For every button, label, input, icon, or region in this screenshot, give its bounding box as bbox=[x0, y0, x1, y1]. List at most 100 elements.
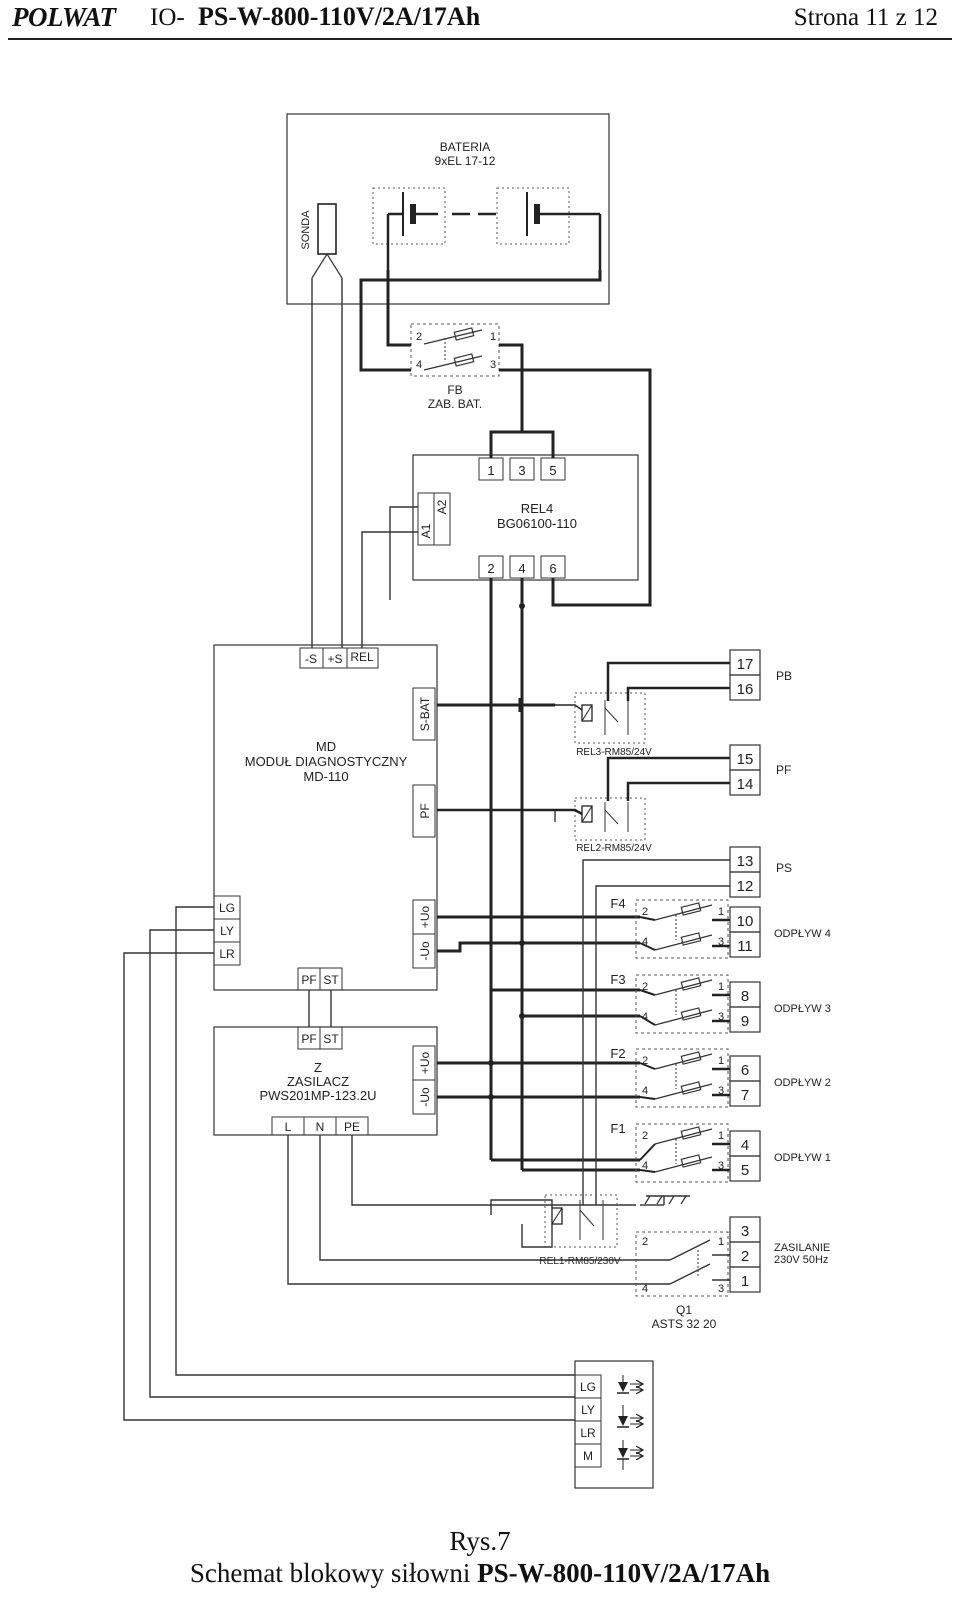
rel4-part: BG06100-110 bbox=[497, 516, 577, 531]
svg-text:4: 4 bbox=[642, 1160, 648, 1172]
doc-prefix: IO- bbox=[150, 4, 185, 31]
svg-text:F4: F4 bbox=[610, 896, 625, 911]
power-wiring bbox=[359, 270, 652, 1172]
svg-text:4: 4 bbox=[642, 1011, 648, 1023]
ground-symbol bbox=[640, 1195, 690, 1206]
terminal-strips: 17 16 15 14 13 12 10 11 8 9 bbox=[729, 649, 761, 1293]
sonda-label: SONDA bbox=[300, 210, 312, 250]
svg-text:L: L bbox=[285, 1120, 292, 1134]
svg-text:2: 2 bbox=[642, 981, 648, 993]
label-zasilanie-voltage: 230V 50Hz bbox=[774, 1254, 828, 1266]
svg-text:ST: ST bbox=[323, 973, 339, 987]
svg-text:ST: ST bbox=[323, 1032, 339, 1046]
page-number: Strona 11 z 12 bbox=[793, 4, 938, 31]
rel4-contactor: A1 A2 REL4 BG06100-110 1 3 5 2 4 6 bbox=[412, 454, 639, 581]
ps-wiring bbox=[582, 859, 730, 1205]
terminal-block-pb: 17 16 bbox=[729, 649, 761, 701]
terminal-block-pf: 15 14 bbox=[729, 744, 761, 796]
svg-text:9: 9 bbox=[741, 1013, 749, 1030]
label-odplyw-1: ODPŁYW 1 bbox=[774, 1152, 831, 1164]
svg-text:2: 2 bbox=[642, 1055, 648, 1067]
brand-logo: POLWAT bbox=[12, 2, 116, 32]
svg-text:11: 11 bbox=[737, 938, 753, 955]
zasilacz-name: ZASILACZ bbox=[287, 1074, 349, 1089]
q1-switch: 2 1 4 3 Q1 ASTS 32 20 bbox=[635, 1231, 730, 1331]
rel1-label: REL1-RM85/230V bbox=[539, 1256, 620, 1267]
terminal-block-ps: 13 12 bbox=[729, 846, 761, 898]
svg-text:3: 3 bbox=[718, 936, 724, 948]
svg-text:10: 10 bbox=[737, 913, 754, 930]
md-module: -S +S REL MD MODUŁ DIAGNOSTYCZNY MD-110 … bbox=[213, 644, 438, 991]
svg-text:LR: LR bbox=[219, 947, 235, 961]
rel4-label: REL4 bbox=[521, 501, 554, 516]
rel3-relay: REL3-RM85/24V bbox=[555, 661, 730, 758]
signal-wiring bbox=[123, 278, 640, 1421]
svg-text:LG: LG bbox=[580, 1380, 596, 1394]
rel2-label: REL2-RM85/24V bbox=[576, 843, 652, 854]
terminal-block-odp1: 4 5 bbox=[729, 1130, 761, 1182]
label-zasilanie: ZASILANIE bbox=[774, 1242, 830, 1254]
svg-text:4: 4 bbox=[741, 1137, 749, 1154]
svg-text:7: 7 bbox=[741, 1087, 749, 1104]
figure-caption-text: Schemat blokowy siłowni bbox=[189, 1558, 471, 1588]
svg-text:5: 5 bbox=[549, 463, 556, 478]
svg-text:5: 5 bbox=[741, 1162, 749, 1179]
svg-text:3: 3 bbox=[718, 1085, 724, 1097]
led-icon-yellow bbox=[617, 1405, 642, 1427]
md-part: MD-110 bbox=[303, 769, 348, 784]
terminal-block-zasilanie: 3 2 1 bbox=[729, 1216, 761, 1293]
svg-text:2: 2 bbox=[642, 1130, 648, 1142]
zasilacz-part: PWS201MP-123.2U bbox=[259, 1088, 376, 1103]
terminal-block-odp2: 6 7 bbox=[729, 1055, 761, 1107]
fb-sublabel: ZAB. BAT. bbox=[428, 397, 482, 411]
svg-text:PF: PF bbox=[418, 803, 432, 818]
svg-text:1: 1 bbox=[487, 463, 494, 478]
svg-text:1: 1 bbox=[718, 1236, 724, 1248]
q1-label: Q1 bbox=[676, 1303, 692, 1317]
svg-text:2: 2 bbox=[642, 1236, 648, 1248]
svg-text:F2: F2 bbox=[610, 1046, 625, 1061]
fb-battery-fuse: 2 1 4 3 FB ZAB. BAT. bbox=[410, 323, 500, 411]
battery-type: 9xEL 17-12 bbox=[435, 154, 496, 168]
svg-text:2: 2 bbox=[741, 1248, 749, 1265]
svg-text:2: 2 bbox=[487, 561, 494, 576]
svg-text:2: 2 bbox=[642, 906, 648, 918]
svg-text:1: 1 bbox=[718, 981, 724, 993]
led-icon-green bbox=[617, 1375, 642, 1393]
svg-text:1: 1 bbox=[718, 906, 724, 918]
md-name: MODUŁ DIAGNOSTYCZNY bbox=[245, 754, 408, 769]
output-labels: PB PF PS ODPŁYW 4 ODPŁYW 3 ODPŁYW 2 ODPŁ… bbox=[774, 669, 831, 1266]
svg-text:4: 4 bbox=[642, 936, 648, 948]
svg-text:-Uo: -Uo bbox=[418, 941, 432, 961]
svg-text:PF: PF bbox=[301, 1032, 316, 1046]
svg-text:4: 4 bbox=[416, 359, 422, 371]
q1-part: ASTS 32 20 bbox=[652, 1317, 717, 1331]
label-ps: PS bbox=[776, 861, 792, 875]
label-odplyw-4: ODPŁYW 4 bbox=[774, 928, 831, 940]
svg-text:PE: PE bbox=[344, 1120, 360, 1134]
svg-text:1: 1 bbox=[490, 331, 496, 343]
rel1-relay: REL1-RM85/230V bbox=[490, 1194, 621, 1267]
figure-number: Rys.7 bbox=[449, 1526, 511, 1556]
led-panel: LG LY LR M bbox=[574, 1360, 654, 1489]
svg-text:3: 3 bbox=[718, 1011, 724, 1023]
label-odplyw-3: ODPŁYW 3 bbox=[774, 1003, 831, 1015]
page-header: POLWAT IO- PS-W-800-110V/2A/17Ah Strona … bbox=[0, 0, 960, 40]
svg-text:3: 3 bbox=[718, 1283, 724, 1295]
fuse-f3: F3 2 1 4 3 bbox=[610, 972, 730, 1034]
label-pb: PB bbox=[776, 669, 792, 683]
led-icon-red bbox=[617, 1440, 642, 1470]
svg-text:REL: REL bbox=[350, 650, 374, 664]
svg-text:14: 14 bbox=[737, 776, 754, 793]
svg-text:M: M bbox=[583, 1449, 593, 1463]
figure-caption-model: PS-W-800-110V/2A/17Ah bbox=[477, 1558, 771, 1588]
svg-text:LY: LY bbox=[581, 1403, 595, 1417]
svg-text:LY: LY bbox=[220, 924, 234, 938]
figure-caption: Schemat blokowy siłowni PS-W-800-110V/2A… bbox=[0, 1558, 960, 1589]
svg-text:-S: -S bbox=[305, 652, 317, 666]
fb-label: FB bbox=[447, 383, 462, 397]
svg-text:1: 1 bbox=[718, 1055, 724, 1067]
svg-text:+Uo: +Uo bbox=[418, 906, 432, 929]
header-rule bbox=[8, 38, 952, 40]
